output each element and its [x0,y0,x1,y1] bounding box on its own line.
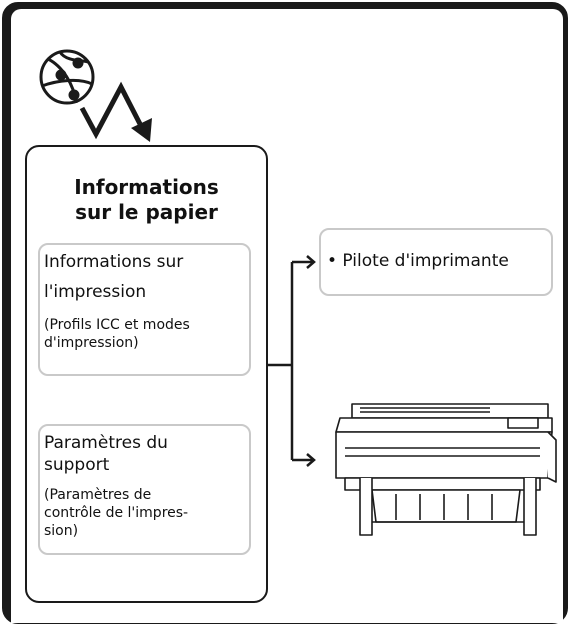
print-info-note: (Profils ICC et modes d'impression) [44,316,190,352]
arrow-to-driver [306,255,316,269]
print-info-heading-line2: l'impression [44,282,147,302]
globe-network-icon [39,49,95,105]
printer-illustration [335,403,557,536]
media-settings-note-line2: contrôle de l'impres- [44,505,189,521]
printer-driver-box [319,228,553,296]
media-settings-heading: Paramètres du support [44,432,168,476]
paper-info-title: Informations sur le papier [25,175,268,225]
media-settings-note-line3: sion) [44,523,79,539]
print-info-heading: Informations sur l'impression [44,251,183,303]
paper-info-title-line1: Informations [74,175,219,199]
media-settings-note: (Paramètres de contrôle de l'impres- sio… [44,486,188,540]
media-settings-note-line1: (Paramètres de [44,487,152,503]
print-info-note-line1: (Profils ICC et modes [44,317,190,333]
connector-lines [268,260,314,462]
arrow-to-printer [306,453,316,467]
print-info-heading-line1: Informations sur [44,252,184,272]
media-settings-heading-line1: Paramètres du [44,433,168,453]
print-info-note-line2: d'impression) [44,335,139,351]
media-settings-box [38,424,251,555]
paper-info-title-line2: sur le papier [75,200,218,224]
printer-driver-label: • Pilote d'imprimante [327,251,509,271]
lightning-arrow-icon [79,81,152,142]
print-info-box [38,243,251,376]
media-settings-heading-line2: support [44,455,110,475]
